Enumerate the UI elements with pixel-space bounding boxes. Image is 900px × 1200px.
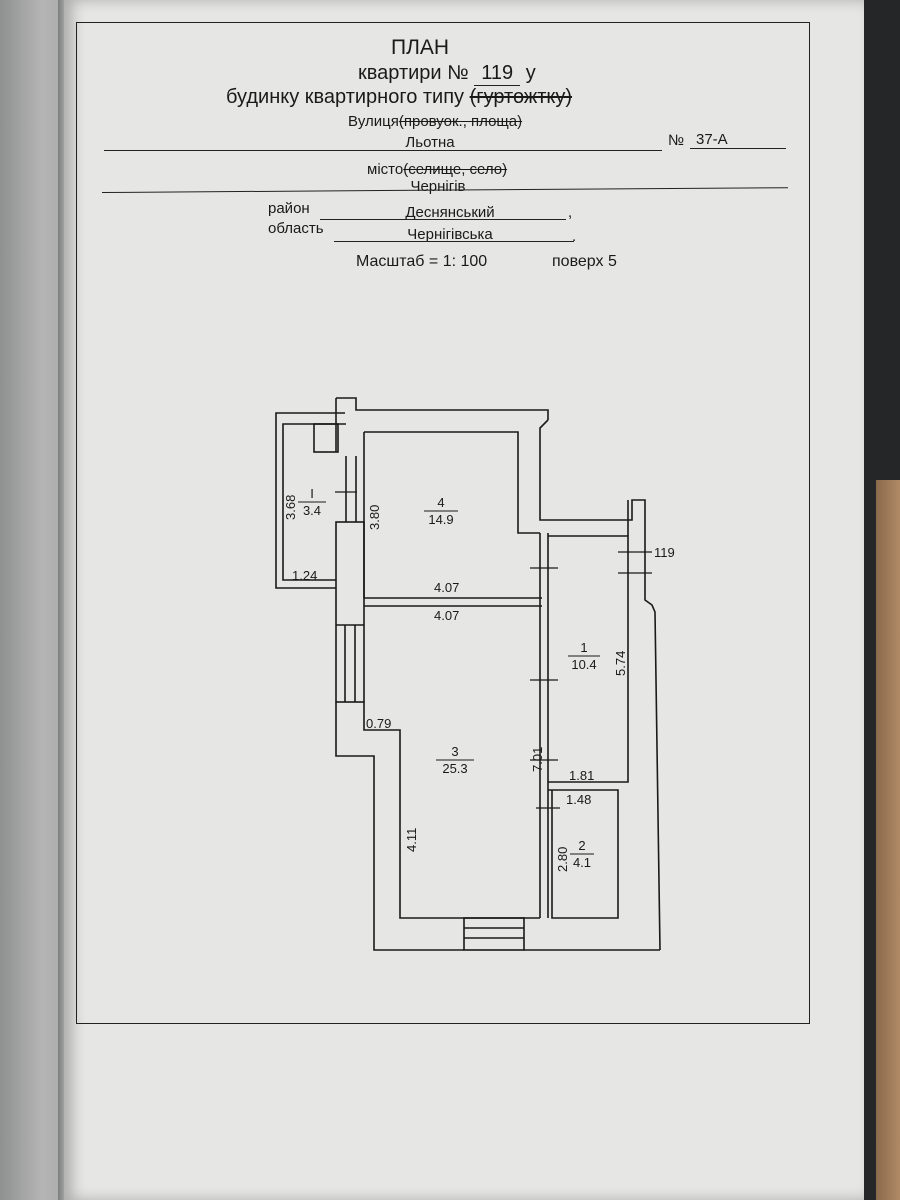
outer-top-wall (364, 409, 549, 420)
apartment-number: 119 (474, 62, 521, 86)
room-I-area: 3.4 (303, 503, 321, 518)
room-3-area: 25.3 (442, 761, 467, 776)
room-2-number: 2 (578, 838, 585, 853)
plan-walls (275, 397, 661, 951)
dim-room2-width-top: 1.81 (569, 768, 594, 783)
corridor-column (335, 521, 365, 703)
city-label-line: місто(селище, село) (367, 161, 507, 178)
dim-room3-step: 0.79 (366, 716, 391, 731)
column-top (336, 397, 364, 411)
room3-wall (363, 702, 540, 919)
dimension-ticks (335, 491, 652, 809)
balcony-outer-wall (275, 412, 345, 589)
building-type-line: будинку квартирного типу (гуртожтку) (226, 86, 572, 109)
room-4-area: 14.9 (428, 512, 453, 527)
region-dot: . (572, 228, 577, 245)
room-1-number: 1 (580, 640, 587, 655)
room-2-area: 4.1 (573, 855, 591, 870)
city-value: Чернігів (410, 178, 466, 195)
street-underline (104, 150, 662, 151)
district-underline (320, 219, 566, 220)
dim-room1-length: 5.74 (613, 651, 628, 676)
outer-right-wall (539, 419, 661, 951)
room1-wall (548, 535, 629, 783)
outer-left-bottom-wall (335, 702, 464, 951)
house-number-underline (690, 148, 786, 149)
apartment-tag: 119 (654, 545, 675, 560)
dim-room2-width-inner: 1.48 (566, 792, 591, 807)
document-page (64, 0, 864, 1200)
house-number-value: 37-А (696, 131, 728, 148)
window-bottom (463, 917, 525, 951)
house-number-label: № (668, 132, 685, 149)
room-4-number: 4 (437, 495, 444, 510)
street-label-struck: (провуок., площа) (398, 113, 523, 130)
building-type-struck: (гуртожтку) (469, 86, 573, 108)
dim-room4-length: 3.80 (367, 505, 382, 530)
room4-inner-wall (364, 431, 540, 534)
street-value: Льотна (405, 134, 455, 151)
district-value: Деснянський (405, 204, 495, 221)
dim-room3-width: 4.07 (434, 608, 459, 623)
apartment-suffix: у (525, 62, 536, 84)
dim-room3-length-left: 4.11 (404, 828, 419, 852)
region-label: область (268, 220, 324, 237)
dim-room4-width: 4.07 (434, 580, 459, 595)
dim-balcony-width: 1.24 (292, 568, 317, 583)
apartment-line: квартири № 119 у (358, 62, 536, 86)
room-I-number: I (310, 486, 314, 501)
page-frame (76, 22, 810, 1024)
background-table (876, 480, 900, 1200)
city-label-struck: (селище, село) (403, 161, 508, 178)
building-type: будинку квартирного типу (226, 86, 465, 108)
room2-wall (548, 789, 619, 919)
region-value: Чернігівська (407, 226, 493, 243)
street-label: Вулиця (348, 113, 399, 130)
street-label-line: Вулиця(провуок., площа) (348, 113, 522, 130)
apartment-prefix: квартири № (358, 62, 469, 84)
floor-text: поверх 5 (552, 253, 617, 270)
dim-balcony-length: 3.68 (283, 495, 298, 520)
plan-title: ПЛАН (390, 36, 450, 59)
dim-room2-length: 2.80 (555, 847, 570, 872)
scale-text: Масштаб = 1: 100 (356, 253, 488, 270)
district-comma: , (568, 204, 573, 221)
dim-room3-length-right: 7.01 (530, 747, 545, 772)
balcony-column (313, 423, 339, 453)
room-1-area: 10.4 (571, 657, 596, 672)
region-underline (334, 241, 574, 242)
city-label: місто (367, 161, 404, 178)
room-3-number: 3 (451, 744, 458, 759)
district-label: район (268, 200, 310, 217)
